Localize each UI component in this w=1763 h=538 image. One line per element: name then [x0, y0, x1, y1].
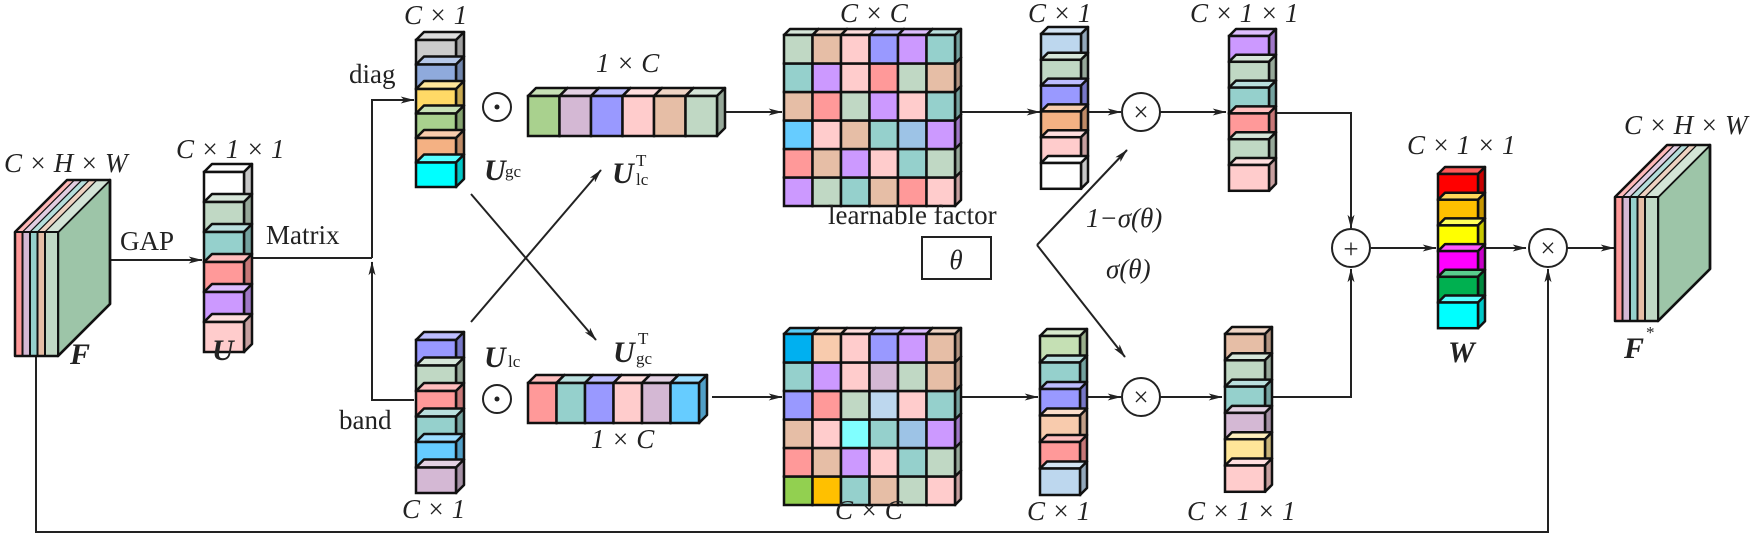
matrix-top-cell	[925, 113, 963, 151]
output-top-vector	[1227, 27, 1278, 193]
u-gc-subscript: gc	[505, 162, 522, 181]
band-label: band	[339, 405, 392, 435]
matrix-top-cell	[925, 170, 963, 208]
diag-label: diag	[349, 59, 396, 89]
u-gc-T-superscript: T	[638, 329, 649, 348]
odot-bottom-operator	[482, 384, 512, 414]
theta-to-top-times	[1036, 149, 1128, 246]
matrix-label: Matrix	[266, 220, 340, 250]
output-feature-map-slice	[1629, 196, 1639, 322]
u-lc-subscript: lc	[508, 352, 521, 371]
gap-label: GAP	[120, 226, 174, 256]
band-vector-cell	[414, 458, 466, 495]
input-name-label: F	[69, 338, 90, 371]
labels: C × H × W F GAP C × 1 × 1 U Matrix diag …	[4, 0, 1750, 526]
w-dims-label: C × 1 × 1	[1407, 130, 1515, 160]
matrix-bottom	[782, 326, 963, 507]
output-dims-label: C × H × W	[1624, 110, 1750, 140]
cross-arrow-to-ulcT	[470, 169, 602, 323]
matrix-top-dims-label: C × C	[840, 0, 909, 28]
band-vector-dims-label: C × 1	[402, 494, 465, 524]
u-lc-T-label: U	[612, 157, 635, 190]
matrix-bottom-cell	[925, 326, 963, 364]
output-name-label: F	[1623, 332, 1644, 365]
operators: × × + ×	[482, 92, 1568, 417]
u-name-label: U	[212, 334, 235, 367]
diag-vector-dims-label: C × 1	[404, 0, 467, 30]
diag-vector-cell	[414, 153, 466, 189]
u-gc-label: U	[484, 154, 507, 187]
output-bottom-vector	[1223, 325, 1274, 494]
u-vector	[202, 162, 254, 354]
plus-operator: +	[1331, 228, 1371, 268]
input-feature-map-slice	[44, 231, 59, 357]
shapes	[13, 25, 1712, 507]
row-bottom-vector	[526, 373, 709, 425]
band-arrow	[368, 261, 414, 401]
w-vector	[1436, 165, 1487, 330]
row-top-vector-cell	[684, 86, 727, 138]
band-vector	[414, 330, 466, 495]
output-feature-map-slice	[1621, 196, 1631, 322]
sigma-label: σ(θ)	[1106, 254, 1151, 284]
u-dims-label: C × 1 × 1	[176, 134, 284, 164]
u-lc-T-subscript: lc	[636, 170, 649, 189]
vec-bottom-dims-label: C × 1	[1027, 496, 1090, 526]
input-feature-map	[13, 178, 112, 358]
vector-bottom-cell	[1038, 460, 1089, 497]
one-minus-sigma-label: 1−σ(θ)	[1086, 203, 1162, 233]
u-gc-T-subscript: gc	[636, 349, 653, 368]
cross-arrow-to-ugcT	[470, 193, 597, 341]
theta-box	[921, 236, 992, 280]
output-feature-map-slice	[1636, 196, 1646, 322]
input-dims-label: C × H × W	[4, 148, 130, 178]
vector-top	[1039, 25, 1090, 191]
diag-vector	[414, 30, 466, 189]
learnable-factor-label: learnable factor	[828, 200, 997, 230]
times-top-symbol: ×	[1133, 97, 1148, 127]
u-vector-cell	[202, 312, 254, 354]
odot-top-operator	[482, 92, 512, 122]
out-top-dims-label: C × 1 × 1	[1190, 0, 1298, 28]
row-top-dims-label: 1 × C	[596, 48, 660, 78]
u-lc-label: U	[484, 341, 507, 374]
matrix-bottom-dims-label: C × C	[835, 495, 904, 525]
out-bottom-to-plus-arrow	[1272, 268, 1355, 398]
input-feature-map-slice	[29, 231, 39, 357]
out-bottom-dims-label: C × 1 × 1	[1187, 496, 1295, 526]
times-top-operator: ×	[1121, 92, 1161, 132]
skip-connection-arrow	[35, 268, 1552, 533]
u-gc-T-label: U	[613, 336, 636, 369]
u-lc-T-superscript: T	[636, 151, 647, 170]
input-feature-map-slice	[36, 231, 46, 357]
output-feature-map	[1613, 143, 1712, 323]
output-feature-map-slice	[1644, 196, 1659, 322]
matrix-top	[782, 27, 963, 208]
row-bottom-dims-label: 1 × C	[591, 424, 655, 454]
times-bottom-operator: ×	[1121, 377, 1161, 417]
output-top-vector-cell	[1227, 156, 1278, 193]
vector-top-cell	[1039, 154, 1090, 191]
connectors	[35, 96, 1615, 533]
matrix-top-cell	[925, 56, 963, 94]
plus-symbol: +	[1343, 234, 1358, 264]
times-final-operator: ×	[1528, 228, 1568, 268]
theta-label: θ	[949, 245, 962, 275]
times-bottom-symbol: ×	[1133, 382, 1148, 412]
w-name-label: W	[1448, 336, 1477, 369]
row-bottom-vector-cell	[669, 373, 709, 425]
input-feature-map-slice	[21, 231, 31, 357]
theta-to-bottom-times	[1036, 244, 1126, 358]
times-final-symbol: ×	[1540, 233, 1555, 263]
diag-arrow	[371, 96, 415, 258]
w-vector-cell	[1436, 294, 1487, 330]
vec-top-dims-label: C × 1	[1028, 0, 1091, 28]
output-bottom-vector-cell	[1223, 457, 1274, 494]
output-superscript: *	[1646, 323, 1655, 342]
matrix-top-cell	[839, 113, 877, 151]
row-top-vector	[526, 86, 727, 138]
matrix-top-cell	[925, 27, 963, 65]
out-top-to-plus-arrow	[1274, 112, 1355, 229]
vector-bottom	[1038, 327, 1089, 497]
